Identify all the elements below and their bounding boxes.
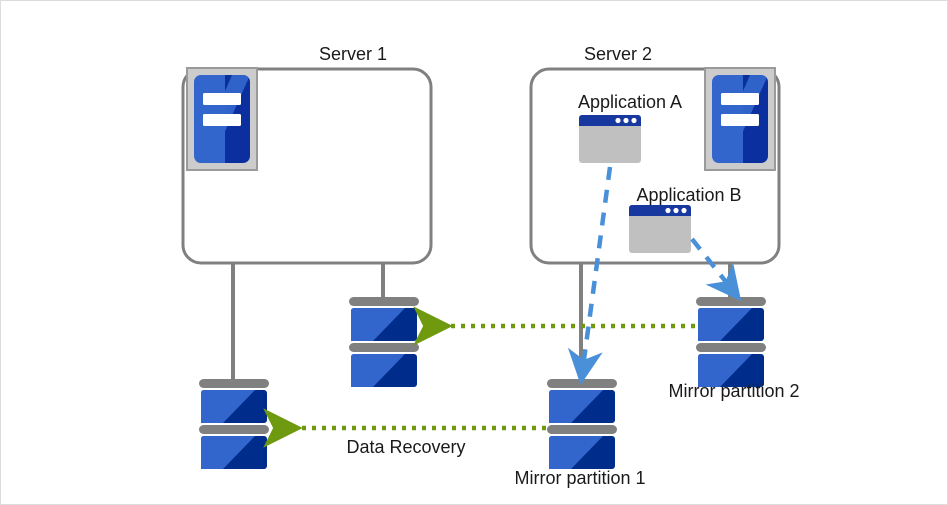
recovery-arrows <box>263 306 695 448</box>
application-b-window-icon <box>629 205 691 253</box>
arrow-app-a-to-mirror1 <box>567 166 613 385</box>
application-a-window-icon <box>579 115 641 163</box>
mirror-partition-2-label: Mirror partition 2 <box>668 381 800 401</box>
application-a-label: Application A <box>577 92 683 112</box>
server-tower-icon-1 <box>186 67 258 171</box>
server1-title: Server 1 <box>318 44 388 64</box>
data-recovery-label: Data Recovery <box>346 437 466 457</box>
disk-server1-right <box>349 297 419 387</box>
arrow-app-b-to-mirror2 <box>690 237 742 302</box>
mirror-partition-1-label: Mirror partition 1 <box>514 468 646 488</box>
server2-title: Server 2 <box>583 44 653 64</box>
disk-mirror-partition-1 <box>547 379 617 469</box>
write-arrows <box>567 166 742 385</box>
application-b-label: Application B <box>636 185 742 205</box>
connector-lines <box>231 263 732 381</box>
disk-mirror-partition-2 <box>696 297 766 387</box>
server-tower-icon-2 <box>704 67 776 171</box>
disk-server1-left <box>199 379 269 469</box>
